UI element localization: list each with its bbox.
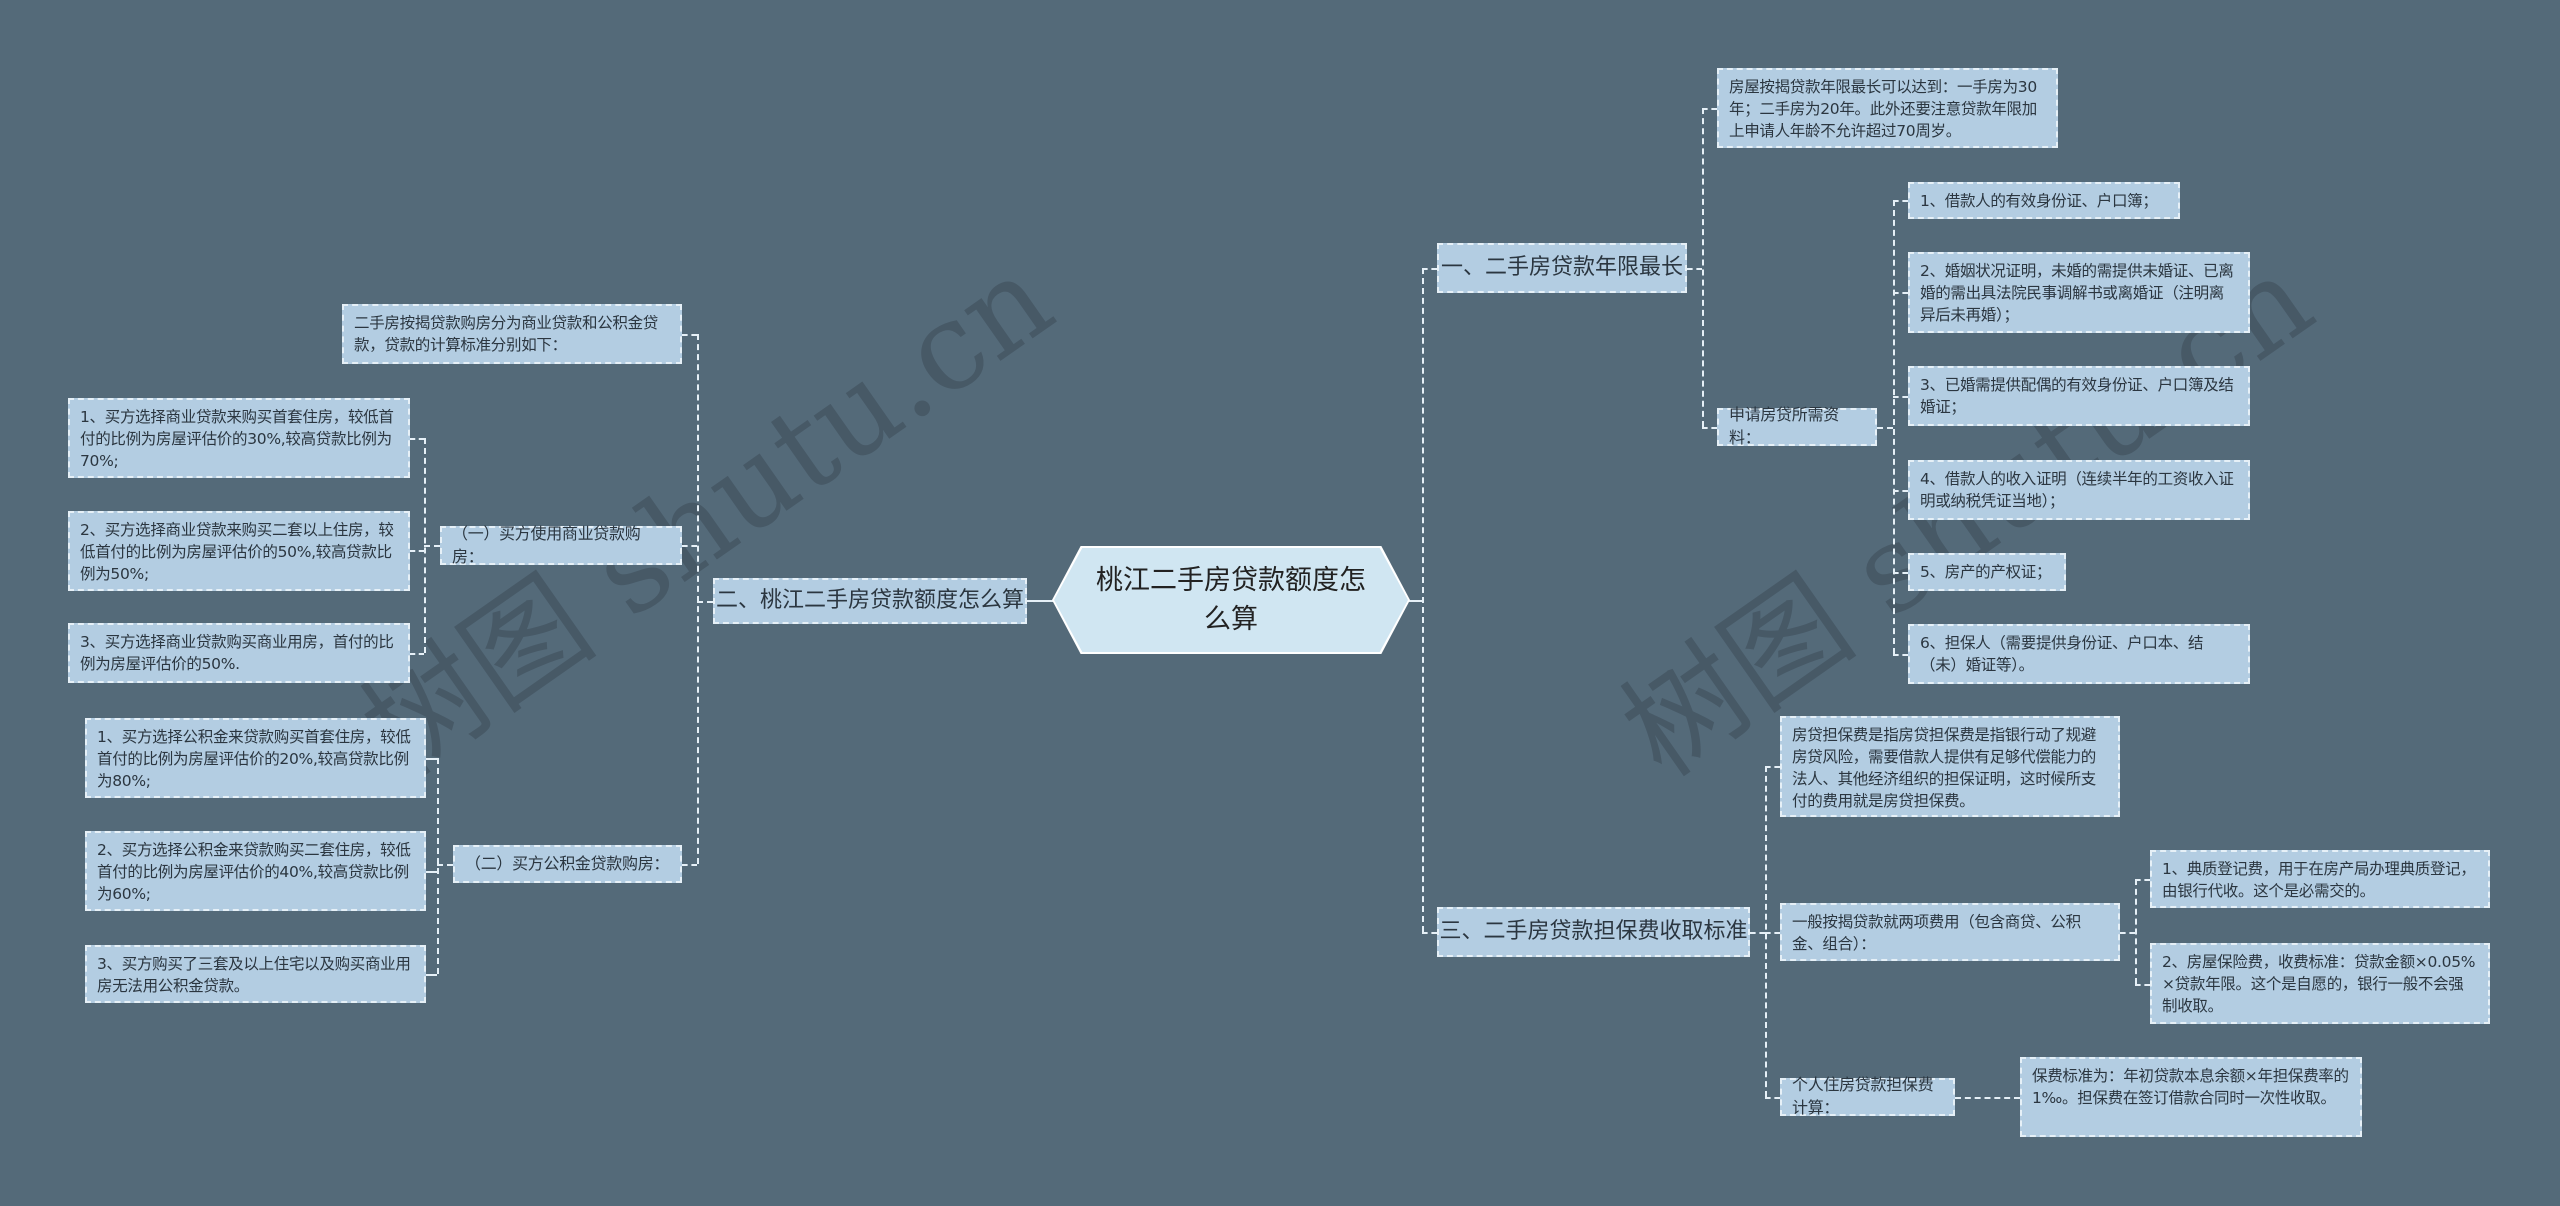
fee-item-1[interactable]: 1、典质登记费，用于在房产局办理典质登记，由银行代收。这个是必需交的。 [2150,850,2490,908]
connector [1765,932,1780,934]
commercial-item-1[interactable]: 1、买方选择商业贷款来购买首套住房，较低首付的比例为房屋评估价的30%,较高贷款… [68,398,410,478]
doc-item-1[interactable]: 1、借款人的有效身份证、户口簿； [1908,182,2180,219]
connector [1687,268,1702,270]
subtopic-label: 申请房贷所需资料： [1729,405,1839,447]
commercial-item-text: 3、买方选择商业贷款购买商业用房，首付的比例为房屋评估价的50%. [80,633,394,673]
connector [1408,600,1422,602]
connector [1893,396,1908,398]
connector [2135,879,2137,984]
subtopic-commercial-loan[interactable]: （一）买方使用商业贷款购房： [440,523,682,566]
connector [682,334,697,336]
subtopic-label: 一般按揭贷款就两项费用（包含商贷、公积金、组合）： [1792,913,2081,953]
connector [426,758,437,760]
connector [1877,427,1893,429]
doc-item-text: 6、担保人（需要提供身份证、户口本、结（未）婚证等）。 [1920,634,2204,674]
doc-item-4[interactable]: 4、借款人的收入证明（连续半年的工资收入证明或纳税凭证当地）； [1908,460,2250,520]
topic-label: 一、二手房贷款年限最长 [1441,255,1684,281]
connector [1765,1097,1780,1099]
connector [437,864,453,866]
connector [2135,879,2150,881]
connector [1702,108,1717,110]
provident-item-3[interactable]: 3、买方购买了三套及以上住宅以及购买商业用房无法用公积金贷款。 [85,945,426,1003]
connector [1893,200,1908,202]
subtopic-required-documents[interactable]: 申请房贷所需资料： [1717,405,1877,447]
connector [1027,600,1054,602]
doc-item-text: 4、借款人的收入证明（连续半年的工资收入证明或纳税凭证当地）； [1920,470,2234,510]
connector [2120,932,2135,934]
connector [1422,268,1424,932]
doc-item-text: 5、房产的产权证； [1920,563,2052,581]
connector [437,758,439,974]
note-guarantee-fee-definition[interactable]: 房贷担保费是指房贷担保费是指银行动了规避房贷风险，需要借款人提供有足够代偿能力的… [1780,716,2120,817]
fee-standard[interactable]: 保费标准为：年初贷款本息余额×年担保费率的1‰。担保费在签订借款合同时一次性收取… [2020,1057,2362,1137]
connector [410,438,424,440]
topic-guarantee-fee[interactable]: 三、二手房贷款担保费收取标准 [1437,907,1750,957]
connector [1893,572,1908,574]
commercial-item-2[interactable]: 2、买方选择商业贷款来购买二套以上住房，较低首付的比例为房屋评估价的50%,较高… [68,511,410,591]
note-loan-types[interactable]: 二手房按揭贷款购房分为商业贷款和公积金贷款，贷款的计算标准分别如下： [342,304,682,364]
doc-item-6[interactable]: 6、担保人（需要提供身份证、户口本、结（未）婚证等）。 [1908,624,2250,684]
connector [697,601,713,603]
connector [1893,490,1908,492]
doc-item-text: 2、婚姻状况证明，未婚的需提供未婚证、已离婚的需出具法院民事调解书或离婚证（注明… [1920,262,2234,324]
connector [424,438,426,653]
topic-loan-amount[interactable]: 二、桃江二手房贷款额度怎么算 [713,578,1027,624]
commercial-item-text: 1、买方选择商业贷款来购买首套住房，较低首付的比例为房屋评估价的30%,较高贷款… [80,408,394,470]
connector [1893,200,1895,654]
note-text: 二手房按揭贷款购房分为商业贷款和公积金贷款，贷款的计算标准分别如下： [354,314,659,354]
connector [2135,984,2150,986]
connector [1702,108,1704,427]
connector [410,653,424,655]
connector [1422,932,1437,934]
fee-item-text: 1、典质登记费，用于在房产局办理典质登记，由银行代收。这个是必需交的。 [2162,860,2476,900]
connector [1702,427,1717,429]
doc-item-text: 1、借款人的有效身份证、户口簿； [1920,192,2158,210]
provident-item-text: 1、买方选择公积金来贷款购买首套住房，较低首付的比例为房屋评估价的20%,较高贷… [97,728,411,790]
doc-item-3[interactable]: 3、已婚需提供配偶的有效身份证、户口簿及结婚证； [1908,366,2250,426]
subtopic-label: 个人住房贷款担保费计算： [1792,1075,1934,1117]
note-loan-term-limit[interactable]: 房屋按揭贷款年限最长可以达到：一手房为30年；二手房为20年。此外还要注意贷款年… [1717,68,2058,148]
subtopic-two-fees[interactable]: 一般按揭贷款就两项费用（包含商贷、公积金、组合）： [1780,903,2120,961]
connector [424,545,440,547]
commercial-item-text: 2、买方选择商业贷款来购买二套以上住房，较低首付的比例为房屋评估价的50%,较高… [80,521,394,583]
note-text: 房贷担保费是指房贷担保费是指银行动了规避房贷风险，需要借款人提供有足够代偿能力的… [1792,726,2097,810]
note-text: 房屋按揭贷款年限最长可以达到：一手房为30年；二手房为20年。此外还要注意贷款年… [1729,78,2037,140]
doc-item-5[interactable]: 5、房产的产权证； [1908,553,2066,591]
connector [1893,292,1908,294]
connector [1893,654,1908,656]
topic-loan-term[interactable]: 一、二手房贷款年限最长 [1437,243,1687,293]
connector [1765,766,1767,1097]
subtopic-provident-fund-loan[interactable]: （二）买方公积金贷款购房： [453,845,682,883]
connector [682,864,697,866]
provident-item-text: 2、买方选择公积金来贷款购买二套住房，较低首付的比例为房屋评估价的40%,较高贷… [97,841,411,903]
watermark-left: 树图 shutu.cn [339,229,1077,804]
connector [682,545,697,547]
connector [1422,268,1437,270]
connector [426,974,437,976]
connector [1765,766,1780,768]
provident-item-2[interactable]: 2、买方选择公积金来贷款购买二套住房，较低首付的比例为房屋评估价的40%,较高贷… [85,831,426,911]
doc-item-text: 3、已婚需提供配偶的有效身份证、户口簿及结婚证； [1920,376,2234,416]
subtopic-label: （一）买方使用商业贷款购房： [452,523,641,566]
connector [1955,1097,2020,1099]
connector [1750,932,1765,934]
doc-item-2[interactable]: 2、婚姻状况证明，未婚的需提供未婚证、已离婚的需出具法院民事调解书或离婚证（注明… [1908,252,2250,333]
subtopic-label: （二）买方公积金贷款购房： [465,853,670,873]
fee-item-text: 2、房屋保险费，收费标准：贷款金额×0.05%×贷款年限。这个是自愿的，银行一般… [2162,953,2476,1015]
commercial-item-3[interactable]: 3、买方选择商业贷款购买商业用房，首付的比例为房屋评估价的50%. [68,623,410,683]
topic-label: 二、桃江二手房贷款额度怎么算 [716,588,1025,614]
provident-item-1[interactable]: 1、买方选择公积金来贷款购买首套住房，较低首付的比例为房屋评估价的20%,较高贷… [85,718,426,798]
connector [410,550,424,552]
connector [426,871,437,873]
subtopic-fee-calculation[interactable]: 个人住房贷款担保费计算： [1780,1075,1955,1117]
provident-item-text: 3、买方购买了三套及以上住宅以及购买商业用房无法用公积金贷款。 [97,955,411,995]
fee-item-2[interactable]: 2、房屋保险费，收费标准：贷款金额×0.05%×贷款年限。这个是自愿的，银行一般… [2150,943,2490,1024]
connector [697,334,699,864]
root-node[interactable]: 桃江二手房贷款额度怎么算 [1054,548,1408,652]
fee-standard-text: 保费标准为：年初贷款本息余额×年担保费率的1‰。担保费在签订借款合同时一次性收取… [2032,1067,2349,1107]
topic-label: 三、二手房贷款担保费收取标准 [1439,919,1748,945]
root-node-label: 桃江二手房贷款额度怎么算 [1096,564,1366,635]
